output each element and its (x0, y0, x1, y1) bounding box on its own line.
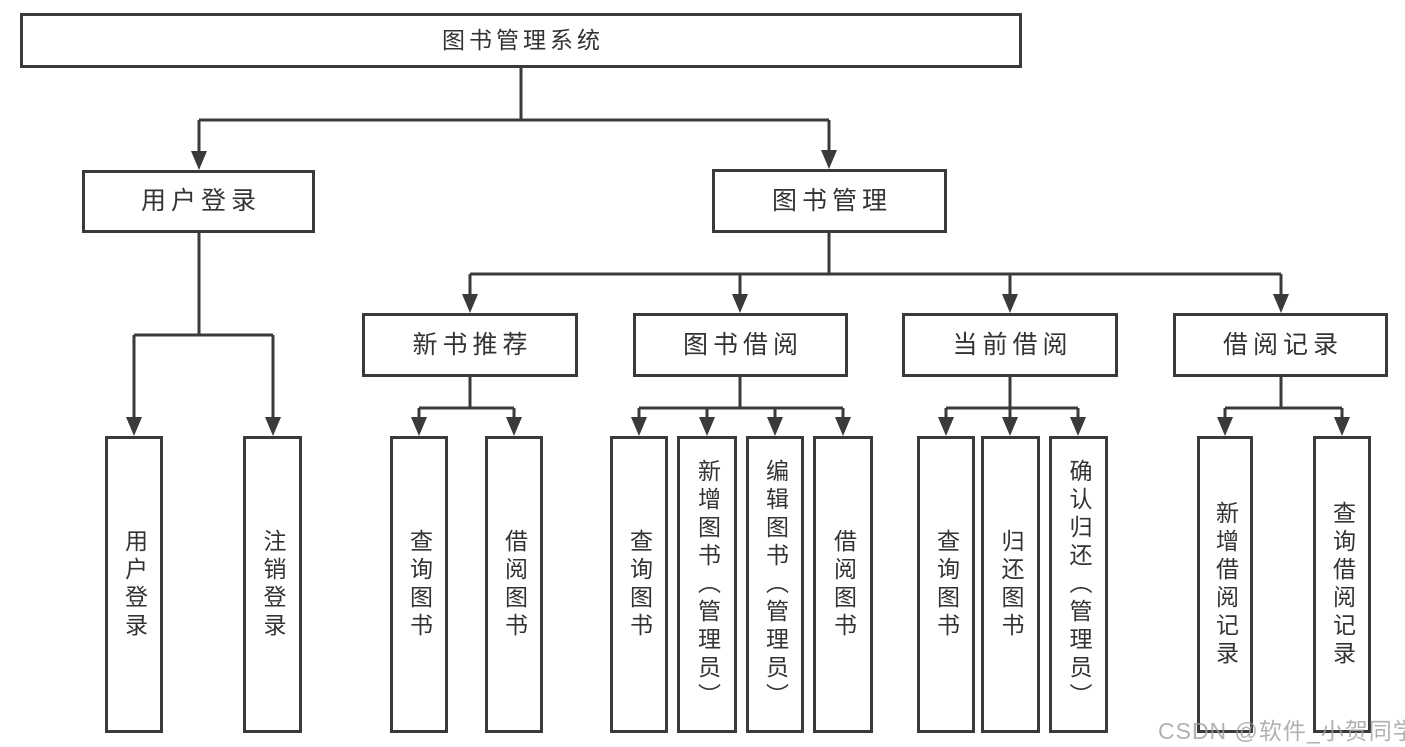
leaf-return-books: 归还图书 (981, 436, 1040, 733)
connector-records-to-leaves (1223, 375, 1344, 429)
leaf-label: 查询图书 (406, 528, 433, 641)
node-book-borrowing: 图书借阅 (633, 313, 848, 377)
csdn-watermark: CSDN @软件_小贺同学 (1158, 718, 1405, 744)
leaf-add-books-admin: 新增图书（管理员） (677, 436, 737, 733)
leaf-label: 用户登录 (121, 528, 148, 641)
node-current-borrowing: 当前借阅 (902, 313, 1118, 377)
connector-user-login-to-leaves (132, 231, 275, 429)
leaf-label: 查询图书 (626, 528, 653, 641)
connector-book-mgmt-to-sections (468, 231, 1283, 306)
leaf-query-books-2: 查询图书 (610, 436, 668, 733)
node-book-management: 图书管理 (712, 169, 947, 233)
leaf-logout: 注销登录 (243, 436, 302, 733)
leaf-label: 借阅图书 (501, 528, 528, 641)
leaf-query-borrow-record: 查询借阅记录 (1313, 436, 1371, 733)
node-root-library-system: 图书管理系统 (20, 13, 1022, 68)
connector-new-book-to-leaves (417, 375, 516, 429)
leaf-query-books-3: 查询图书 (917, 436, 975, 733)
leaf-label: 借阅图书 (830, 528, 857, 641)
leaf-label: 新增借阅记录 (1212, 500, 1239, 669)
leaf-add-borrow-record: 新增借阅记录 (1197, 436, 1253, 733)
leaf-query-books-1: 查询图书 (390, 436, 448, 733)
connector-borrowing-to-leaves (637, 375, 845, 429)
node-user-login: 用户登录 (82, 170, 315, 233)
leaf-label: 归还图书 (998, 528, 1024, 641)
leaf-user-login: 用户登录 (105, 436, 163, 733)
leaf-confirm-return-admin: 确认归还（管理员） (1049, 436, 1108, 733)
leaf-label: 编辑图书（管理员） (762, 458, 789, 711)
leaf-label: 确认归还（管理员） (1066, 458, 1092, 711)
connector-root-to-level2 (197, 66, 831, 163)
arrowheads (126, 150, 1350, 436)
node-new-book-recommend: 新书推荐 (362, 313, 578, 377)
leaf-label: 查询图书 (933, 528, 960, 641)
leaf-label: 新增图书（管理员） (694, 458, 721, 711)
leaf-borrow-books-1: 借阅图书 (485, 436, 543, 733)
leaf-edit-books-admin: 编辑图书（管理员） (746, 436, 804, 733)
leaf-borrow-books-2: 借阅图书 (813, 436, 873, 733)
leaf-label: 注销登录 (260, 528, 286, 641)
node-borrowing-records: 借阅记录 (1173, 313, 1388, 377)
leaf-label: 查询借阅记录 (1329, 500, 1356, 669)
